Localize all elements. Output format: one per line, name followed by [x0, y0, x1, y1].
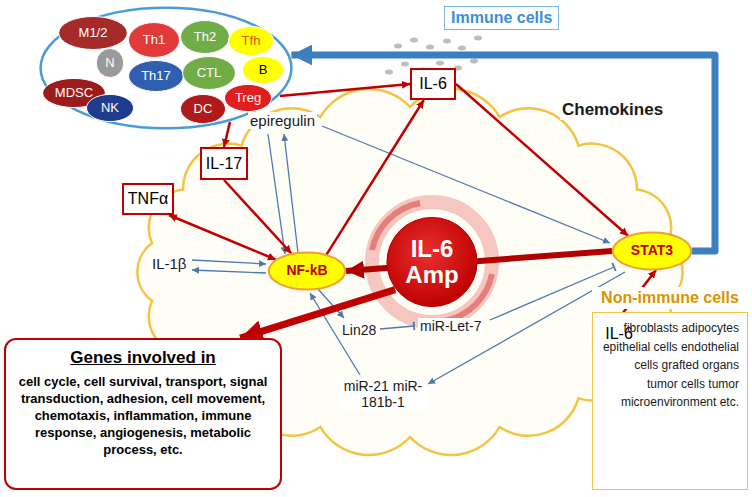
- signal-arrow: [280, 84, 410, 96]
- immune-cell-oval: CTL: [182, 56, 236, 90]
- immune-cell-oval: NK: [86, 94, 134, 122]
- node-label: N: [105, 56, 114, 70]
- cytokine-box: TNFα: [122, 183, 174, 215]
- cytokine-box: IL-17: [200, 147, 248, 180]
- node-label: MDSC: [55, 86, 93, 100]
- immune-cell-oval: B: [242, 56, 284, 84]
- gene-list: cell cycle, cell survival, transport, si…: [16, 374, 270, 458]
- non-immune-panel: Non-immune cells fibroblasts adipocytes e…: [592, 287, 748, 490]
- amplifier-swirl: [372, 202, 492, 322]
- node-label: M1/2: [79, 26, 108, 40]
- amplifier-circle: IL-6 Amp: [386, 216, 478, 308]
- node-label: B: [259, 63, 268, 77]
- immune-cell-oval: Th2: [180, 20, 230, 54]
- immune-cell-oval: Tfh: [228, 26, 274, 56]
- pathway-label: Lin28: [340, 322, 378, 338]
- pathway-label: Chemokines: [560, 100, 665, 120]
- node-label: NK: [101, 101, 119, 115]
- immune-cell-oval: Th1: [128, 22, 180, 58]
- nfkb-ellipse: NF-kB: [268, 252, 346, 290]
- node-label: Tfh: [242, 34, 261, 48]
- pathway-label: epiregulin: [248, 112, 317, 129]
- panel-border: fibroblasts adipocytes epithelial cells …: [592, 312, 748, 490]
- group-heading: Immune cells: [444, 6, 559, 30]
- signal-arrow: [224, 180, 291, 254]
- node-label: DC: [194, 102, 213, 116]
- panel-heading: Non-immune cells: [592, 287, 748, 309]
- node-label: CTL: [197, 66, 222, 80]
- immune-cell-oval: M1/2: [58, 16, 128, 50]
- amplifier-label: IL-6 Amp: [386, 236, 478, 289]
- signal-arrow: [346, 251, 612, 271]
- immune-cell-oval: N: [96, 48, 124, 78]
- box-heading: Genes involved in: [16, 348, 270, 368]
- immune-cell-oval: DC: [180, 94, 226, 124]
- cytokine-box: IL-6: [410, 68, 456, 100]
- pathway-label: miR-Let-7: [418, 318, 483, 334]
- cytokine-name: TNFα: [128, 190, 168, 208]
- cell-type-list: fibroblasts adipocytes epithelial cells …: [601, 319, 739, 412]
- gene-list-box: Genes involved in cell cycle, cell surviv…: [4, 338, 282, 490]
- node-label: NF-kB: [286, 263, 327, 278]
- node-label: Treg: [235, 91, 261, 105]
- signal-arrow: [169, 215, 276, 260]
- node-label: Th17: [141, 69, 171, 83]
- stat3-ellipse: STAT3: [612, 232, 692, 270]
- node-label: Th2: [194, 30, 216, 44]
- signal-arrow: [224, 122, 230, 147]
- node-label: STAT3: [631, 243, 673, 258]
- immune-cell-oval: Th17: [128, 60, 184, 92]
- signal-arrow: [291, 55, 715, 251]
- node-label: Th1: [143, 33, 165, 47]
- signal-arrow: [240, 290, 395, 338]
- immune-cell-oval: Treg: [224, 84, 272, 112]
- cytokine-name: IL-6: [419, 75, 447, 93]
- pathway-label: miR-21 miR-181b-1: [338, 378, 428, 410]
- pathway-label: IL-1β: [150, 255, 188, 272]
- cytokine-name: IL-17: [206, 155, 242, 173]
